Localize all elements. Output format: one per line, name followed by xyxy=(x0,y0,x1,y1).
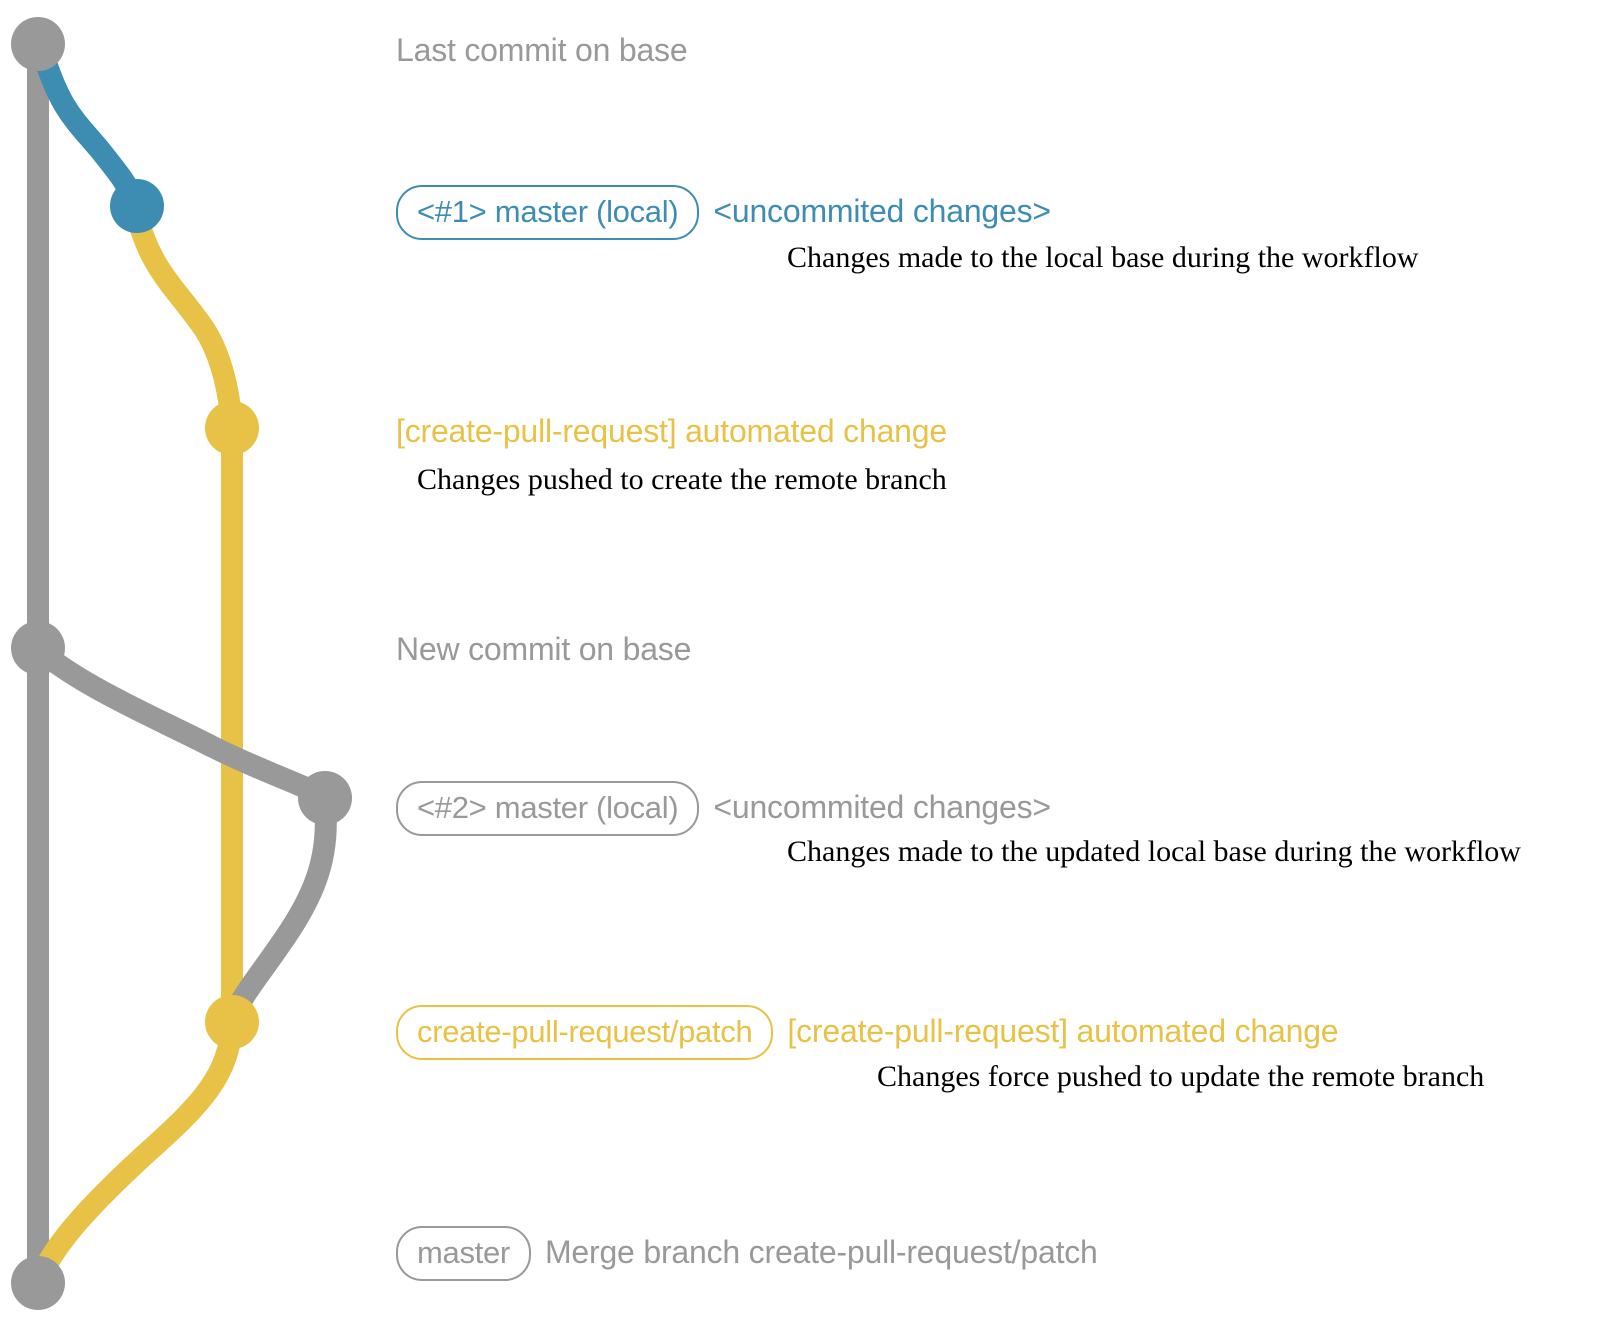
row-master-local-2: <#2> master (local) <uncommited changes> xyxy=(396,781,1051,836)
branch-line-yellow-merge xyxy=(29,1011,243,1291)
subject-master-local-2: <uncommited changes> xyxy=(713,789,1051,825)
commit-graph xyxy=(11,17,352,1310)
subject-create-pull-request-patch: [create-pull-request] automated change xyxy=(787,1013,1339,1049)
label-automated-change-1: [create-pull-request] automated change xyxy=(396,413,947,449)
commit-node-merge-master[interactable] xyxy=(11,1256,65,1310)
badge-master-local-1[interactable]: <#1> master (local) xyxy=(396,185,700,240)
commit-node-automated-change-2[interactable] xyxy=(205,995,259,1049)
row-master-local-1: <#1> master (local) <uncommited changes> xyxy=(396,185,1051,240)
branch-line-blue xyxy=(31,39,148,217)
branch-line-yellow-top xyxy=(126,204,243,439)
commit-node-automated-change-1[interactable] xyxy=(205,401,259,455)
subject-master-merge: Merge branch create-pull-request/patch xyxy=(544,1234,1098,1270)
label-new-commit-on-base: New commit on base xyxy=(396,631,692,667)
description-master-local-2: Changes made to the updated local base d… xyxy=(787,835,1521,868)
subject-master-local-1: <uncommited changes> xyxy=(713,193,1051,229)
label-last-commit-on-base: Last commit on base xyxy=(396,32,688,68)
branch-line-gray-right xyxy=(33,643,336,809)
commit-node-master-local-1[interactable] xyxy=(110,179,164,233)
badge-master[interactable]: master xyxy=(396,1226,531,1281)
row-create-pull-request-patch: create-pull-request/patch [create-pull-r… xyxy=(396,1005,1339,1060)
description-automated-change-1: Changes pushed to create the remote bran… xyxy=(417,463,947,496)
badge-master-local-2[interactable]: <#2> master (local) xyxy=(396,781,700,836)
row-master-merge: master Merge branch create-pull-request/… xyxy=(396,1226,1098,1281)
commit-node-last-commit-on-base[interactable] xyxy=(11,17,65,71)
badge-create-pull-request-patch[interactable]: create-pull-request/patch xyxy=(396,1005,774,1060)
description-create-pull-request-patch: Changes force pushed to update the remot… xyxy=(877,1060,1485,1093)
description-master-local-1: Changes made to the local base during th… xyxy=(787,241,1419,274)
branch-line-gray-down xyxy=(221,795,337,1033)
commit-node-master-local-2[interactable] xyxy=(298,771,352,825)
commit-node-new-commit-on-base[interactable] xyxy=(11,621,65,675)
